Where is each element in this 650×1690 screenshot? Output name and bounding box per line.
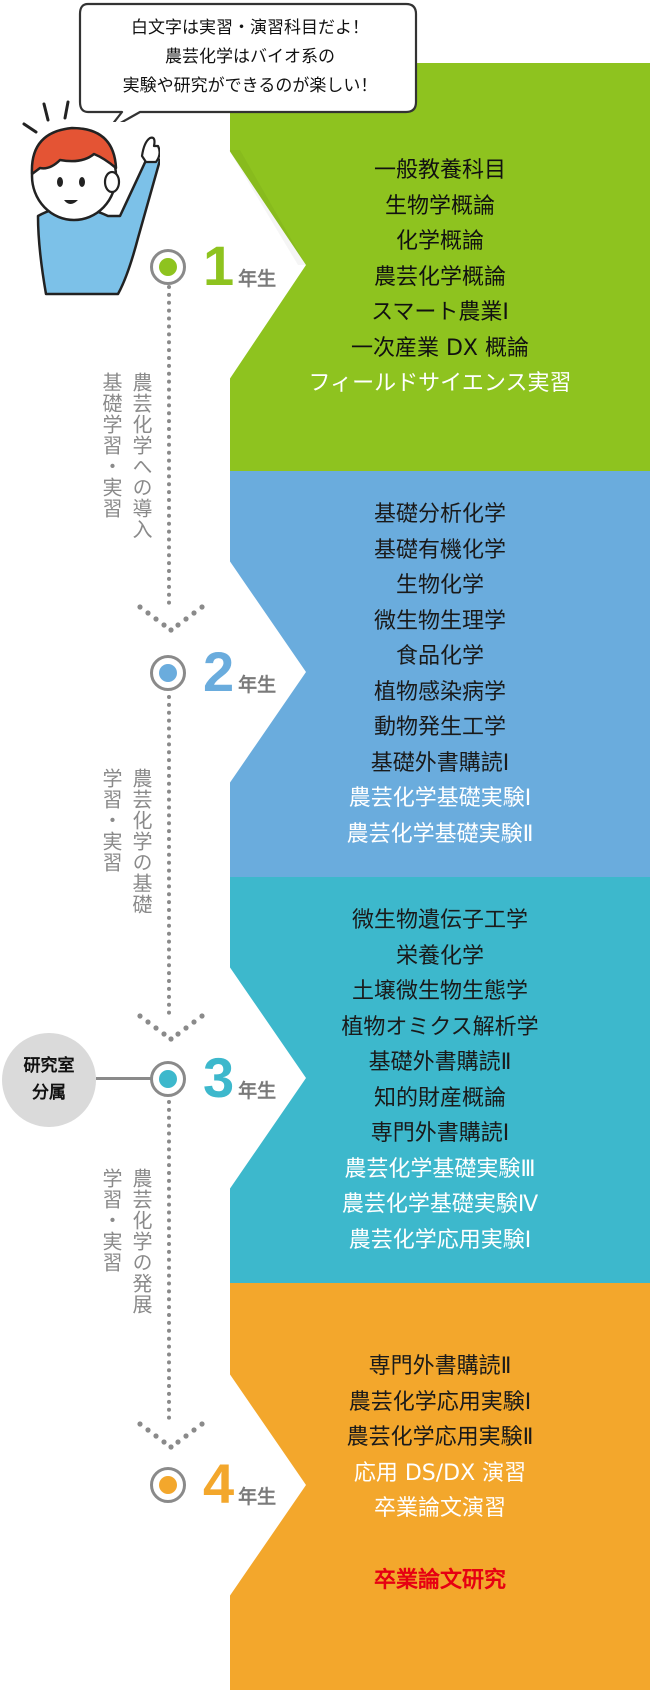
year-number: 2 — [203, 640, 235, 703]
stage-label-line: 学習・実習 — [99, 768, 123, 873]
subject: 動物発生工学 — [373, 715, 506, 740]
speech-bubble-text: 白文字は実習・演習科目だよ！ 農芸化学はバイオ系の 実験や研究ができるのが楽しい… — [90, 14, 410, 101]
year-1-subject-list: 一般教養科目 生物学概論 化学概論 農芸化学概論 スマート農業Ⅰ 一次産業 DX… — [230, 153, 650, 402]
subject: 微生物生理学 — [373, 608, 506, 634]
subject: 植物感染病学 — [373, 679, 506, 705]
lab-badge-line: 研究室 — [23, 1056, 75, 1076]
lab-subject: 農芸化学応用実験Ⅰ — [348, 1227, 532, 1253]
lab-subject: 応用 DS/DX 演習 — [353, 1460, 527, 1486]
lab-subject: 農芸化学基礎実験Ⅱ — [346, 821, 534, 847]
stage-label-line: 基礎学習・実習 — [99, 372, 123, 519]
year-4-label: 4 年生 — [203, 1456, 276, 1512]
stage-label-1: 農芸化学への導入 基礎学習・実習 — [96, 372, 156, 540]
thesis-subject: 卒業論文研究 — [373, 1567, 506, 1593]
stage-label-2: 農芸化学の基礎 学習・実習 — [96, 768, 156, 915]
year-suffix: 年生 — [238, 1080, 277, 1102]
year-1-panel: 一般教養科目 生物学概論 化学概論 農芸化学概論 スマート農業Ⅰ 一次産業 DX… — [230, 63, 650, 471]
year-suffix: 年生 — [238, 674, 277, 696]
subject: 専門外書購読Ⅰ — [370, 1121, 510, 1146]
timeline-arrow — [137, 1421, 205, 1450]
subject: 微生物遺伝子工学 — [351, 908, 528, 933]
year-number: 1 — [203, 234, 235, 297]
year-3-panel: 微生物遺伝子工学 栄養化学 土壌微生物生態学 植物オミクス解析学 基礎外書購読Ⅱ… — [230, 877, 650, 1283]
year-3-label: 3 年生 — [203, 1050, 276, 1106]
year-number: 4 — [203, 1452, 235, 1515]
timeline-arrow — [137, 604, 205, 633]
year-number: 3 — [203, 1046, 235, 1109]
subject: 植物オミクス解析学 — [341, 1014, 539, 1040]
subject: 専門外書購読Ⅱ — [368, 1354, 512, 1379]
subject: 生物学概論 — [384, 193, 495, 219]
timeline-segment — [167, 1100, 171, 1420]
subject: 土壌微生物生態学 — [351, 979, 528, 1004]
subject: 栄養化学 — [395, 943, 484, 969]
subject: 農芸化学応用実験Ⅱ — [346, 1425, 534, 1450]
subject: 基礎有機化学 — [373, 537, 506, 563]
lab-subject: 農芸化学基礎実験Ⅳ — [341, 1192, 539, 1217]
lab-subject: 農芸化学基礎実験Ⅲ — [344, 1156, 536, 1182]
year-suffix: 年生 — [238, 1486, 277, 1508]
timeline-segment — [167, 285, 171, 605]
subject: 基礎外書購読Ⅱ — [368, 1050, 512, 1075]
lab-subject: 卒業論文演習 — [373, 1496, 506, 1521]
stage-label-line: 農芸化学の基礎 — [129, 768, 153, 915]
bubble-line: 白文字は実習・演習科目だよ！ — [131, 18, 369, 38]
subject: 基礎外書購読Ⅰ — [370, 750, 510, 776]
lab-subject: 農芸化学基礎実験Ⅰ — [348, 786, 532, 811]
timeline-arrow — [137, 1013, 205, 1042]
subject: 農芸化学応用実験Ⅰ — [348, 1389, 532, 1415]
year-4-subject-list: 専門外書購読Ⅱ 農芸化学応用実験Ⅰ 農芸化学応用実験Ⅱ 応用 DS/DX 演習 … — [230, 1349, 650, 1598]
year-suffix: 年生 — [238, 268, 277, 290]
year-2-label: 2 年生 — [203, 644, 276, 700]
stage-label-line: 学習・実習 — [99, 1168, 123, 1273]
lab-badge-connector — [96, 1077, 152, 1080]
year-2-subject-list: 基礎分析化学 基礎有機化学 生物化学 微生物生理学 食品化学 植物感染病学 動物… — [230, 497, 650, 852]
student-character-illustration — [22, 100, 160, 296]
year-2-node — [150, 655, 186, 691]
subject: 食品化学 — [395, 644, 484, 669]
lab-subject: フィールドサイエンス実習 — [308, 371, 572, 396]
lab-assignment-badge: 研究室 分属 — [2, 1033, 96, 1127]
subject: 農芸化学概論 — [373, 264, 506, 290]
year-3-subject-list: 微生物遺伝子工学 栄養化学 土壌微生物生態学 植物オミクス解析学 基礎外書購読Ⅱ… — [230, 903, 650, 1258]
year-4-node — [150, 1467, 186, 1503]
stage-label-line: 農芸化学の発展 — [129, 1168, 153, 1315]
subject: 一次産業 DX 概論 — [351, 335, 529, 361]
year-1-label: 1 年生 — [203, 238, 276, 294]
year-1-node — [150, 249, 186, 285]
year-3-node — [150, 1061, 186, 1097]
subject: 知的財産概論 — [373, 1085, 506, 1111]
subject: 化学概論 — [395, 229, 484, 254]
timeline-segment — [167, 695, 171, 1015]
stage-label-line: 農芸化学への導入 — [129, 372, 153, 540]
speech-bubble — [78, 2, 418, 122]
year-2-panel: 基礎分析化学 基礎有機化学 生物化学 微生物生理学 食品化学 植物感染病学 動物… — [230, 471, 650, 877]
stage-label-3: 農芸化学の発展 学習・実習 — [96, 1168, 156, 1315]
subject: スマート農業Ⅰ — [371, 300, 509, 325]
subject: 基礎分析化学 — [373, 502, 506, 527]
bubble-line: 実験や研究ができるのが楽しい！ — [122, 76, 378, 96]
subject: 一般教養科目 — [373, 158, 506, 183]
lab-badge-line: 分属 — [32, 1083, 66, 1103]
year-4-panel: 専門外書購読Ⅱ 農芸化学応用実験Ⅰ 農芸化学応用実験Ⅱ 応用 DS/DX 演習 … — [230, 1283, 650, 1690]
bubble-line: 農芸化学はバイオ系の — [165, 47, 335, 67]
subject: 生物化学 — [395, 573, 484, 598]
